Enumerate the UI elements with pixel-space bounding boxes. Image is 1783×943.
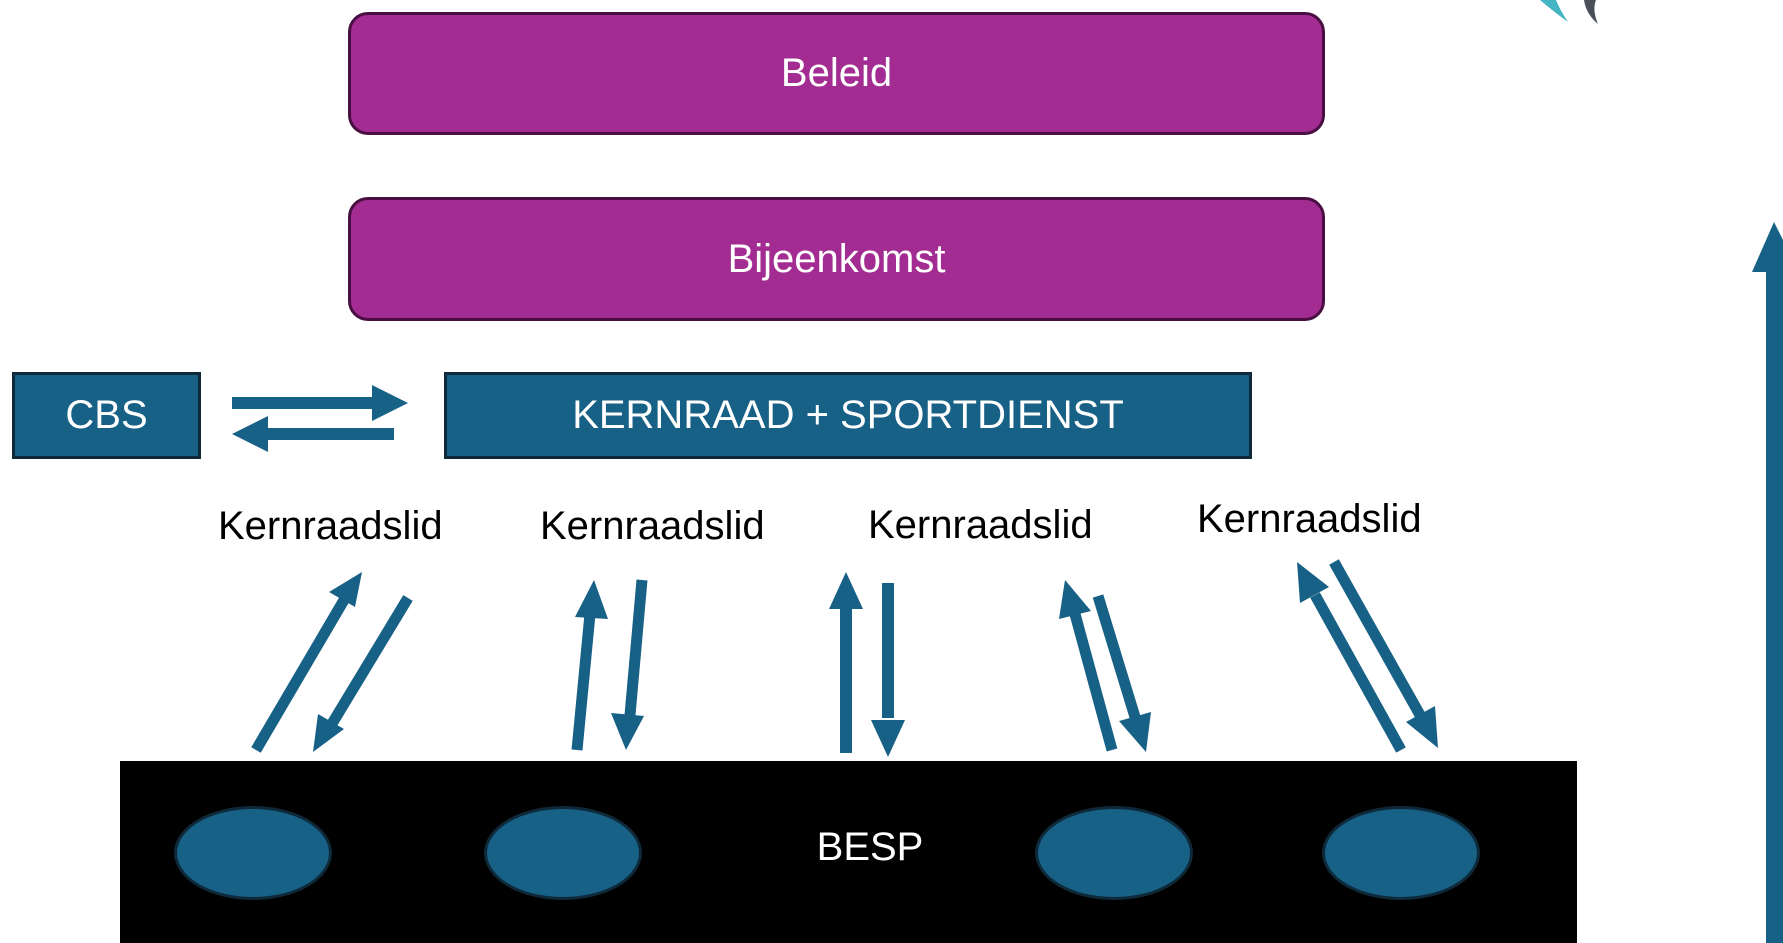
besp-to-member-5-arrow-icon [1297,562,1406,753]
member-2-to-besp-arrow-icon [611,579,648,750]
cbs-label: CBS [65,393,148,437]
besp-member-oval-1 [174,806,332,900]
logo-fragment-icon [1540,0,1598,24]
besp-bar: BESP [120,761,1577,943]
member-4-to-besp-arrow-icon [1092,594,1151,752]
bijeenkomst-label: Bijeenkomst [727,236,946,281]
beleid-box: Beleid [348,12,1325,135]
member-3-to-besp-arrow-icon [871,583,905,757]
besp-to-member-3-arrow-icon [829,572,863,753]
member-5-to-besp-arrow-icon [1329,559,1438,748]
besp-member-oval-4 [1322,806,1480,900]
kernraadslid-label-4: Kernraadslid [1197,497,1422,541]
member-1-to-besp-arrow-icon [313,595,413,752]
besp-member-oval-3 [1035,806,1193,900]
besp-label: BESP [816,825,924,869]
kernraad-to-cbs-arrow-icon [232,416,394,452]
kernraadslid-label-2: Kernraadslid [540,504,765,548]
kernraadslid-label-3: Kernraadslid [868,503,1093,547]
kernraadslid-label-1: Kernraadslid [218,504,443,548]
cbs-to-kernraad-arrow-icon [232,385,408,421]
besp-to-member-1-arrow-icon [251,572,362,753]
vertical-upward-arrow-icon [1752,222,1783,943]
cbs-box: CBS [12,372,201,459]
besp-member-oval-2 [484,806,642,900]
besp-to-member-2-arrow-icon [571,580,608,751]
besp-to-member-4-arrow-icon [1059,580,1118,752]
kernraad-label: KERNRAAD + SPORTDIENST [572,393,1124,437]
kernraad-sportdienst-box: KERNRAAD + SPORTDIENST [444,372,1252,459]
bijeenkomst-box: Bijeenkomst [348,197,1325,321]
beleid-label: Beleid [780,51,893,95]
